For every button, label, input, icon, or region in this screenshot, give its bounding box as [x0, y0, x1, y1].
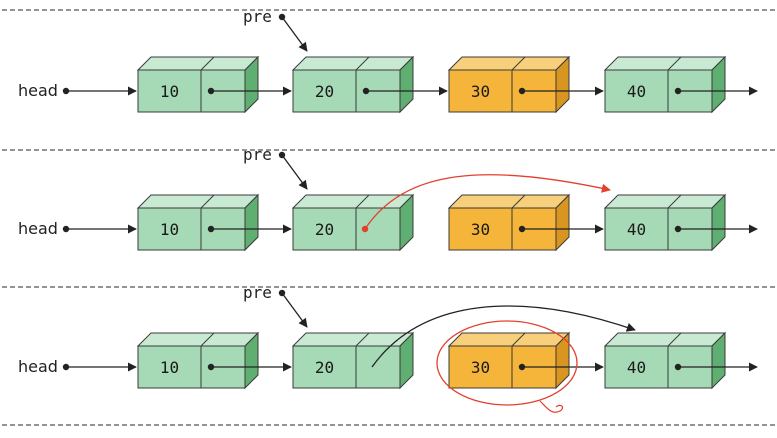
node-value: 30	[471, 220, 490, 239]
list-node: 10	[136, 193, 260, 252]
node-value: 10	[160, 220, 179, 239]
step-2: head pre 10 20 30 40	[18, 145, 758, 252]
node-top-face	[447, 332, 571, 347]
diagram-content: head pre 10 20 30 40 head pre 10 20 30 40 head pre 10 2…	[2, 7, 775, 426]
node-value-cell	[448, 345, 513, 389]
head-label: head	[18, 219, 58, 238]
pre-label: pre	[243, 283, 272, 302]
removed-node: 30	[447, 55, 571, 114]
node-value: 10	[160, 82, 179, 101]
list-node: 40	[603, 55, 727, 114]
step-3: head pre 10 20 30 40	[18, 283, 758, 413]
head-label: head	[18, 81, 58, 100]
node-seam	[200, 56, 215, 71]
node-top-face	[603, 56, 727, 71]
removed-node: 30	[447, 331, 571, 390]
node-value-cell	[137, 69, 202, 113]
redirect-arrow	[364, 174, 611, 230]
node-value: 40	[627, 358, 646, 377]
node-value-cell	[604, 69, 669, 113]
node-top-face	[291, 194, 415, 209]
list-node: 20	[291, 331, 415, 390]
node-value: 40	[627, 220, 646, 239]
node-seam	[667, 56, 682, 71]
node-top-face	[603, 194, 727, 209]
node-value-cell	[448, 69, 513, 113]
node-seam	[511, 332, 526, 347]
node-value-cell	[604, 207, 669, 251]
list-node: 10	[136, 331, 260, 390]
node-value-cell	[137, 345, 202, 389]
node-seam	[355, 194, 370, 209]
node-value: 20	[315, 358, 334, 377]
node-value: 10	[160, 358, 179, 377]
bypass-arrow	[371, 305, 636, 368]
node-top-face	[136, 194, 260, 209]
node-top-face	[447, 56, 571, 71]
node-next-cell	[355, 345, 401, 389]
node-top-face	[136, 56, 260, 71]
node-value-cell	[448, 207, 513, 251]
step-1: head pre 10 20 30 40	[18, 7, 758, 114]
node-value-cell	[292, 207, 357, 251]
node-value: 30	[471, 358, 490, 377]
node-seam	[200, 332, 215, 347]
node-value-cell	[137, 207, 202, 251]
node-top-face	[136, 332, 260, 347]
node-top-face	[447, 194, 571, 209]
pre-arrow	[281, 292, 308, 328]
node-value: 30	[471, 82, 490, 101]
list-node: 40	[603, 193, 727, 252]
list-node: 20	[291, 55, 415, 114]
pre-label: pre	[243, 7, 272, 26]
removal-circle	[436, 320, 578, 406]
removed-node: 30	[447, 193, 571, 252]
node-seam	[355, 56, 370, 71]
node-top-face	[291, 332, 415, 347]
node-seam	[200, 194, 215, 209]
node-next-cell	[355, 207, 401, 251]
node-seam	[511, 194, 526, 209]
list-node: 20	[291, 193, 415, 252]
node-seam	[355, 332, 370, 347]
head-label: head	[18, 357, 58, 376]
node-value: 20	[315, 82, 334, 101]
node-top-face	[603, 332, 727, 347]
pre-arrow	[281, 16, 308, 52]
node-top-face	[291, 56, 415, 71]
list-node: 10	[136, 55, 260, 114]
list-node: 40	[603, 331, 727, 390]
node-value-cell	[604, 345, 669, 389]
removal-circle-tail	[539, 400, 564, 413]
node-seam	[511, 56, 526, 71]
node-seam	[667, 332, 682, 347]
node-value: 20	[315, 220, 334, 239]
node-seam	[667, 194, 682, 209]
node-value: 40	[627, 82, 646, 101]
node-value-cell	[292, 69, 357, 113]
pre-label: pre	[243, 145, 272, 164]
pre-arrow	[281, 154, 308, 190]
